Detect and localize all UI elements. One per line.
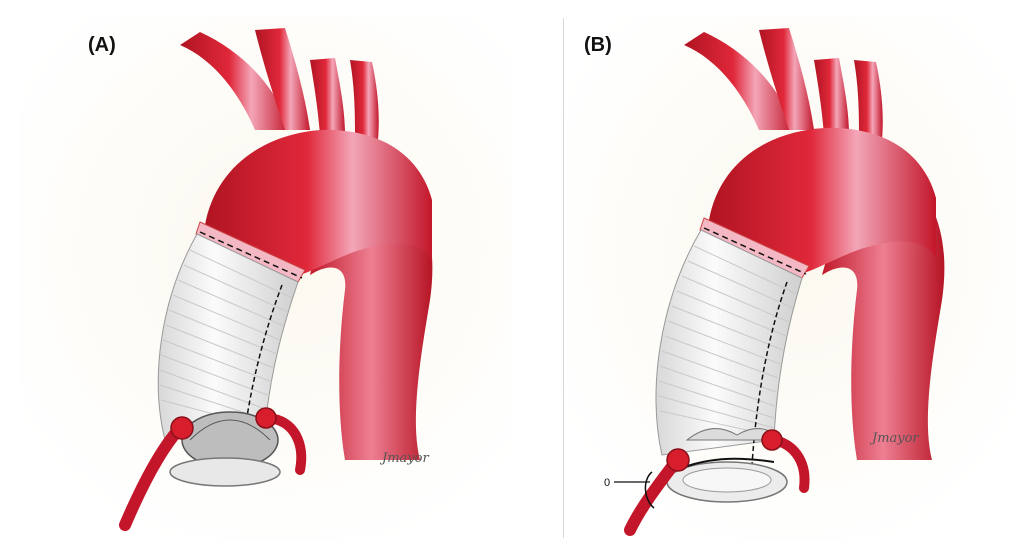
valve-leaflet bbox=[189, 419, 271, 441]
proximal-suture-line bbox=[199, 231, 303, 279]
left-common-carotid-artery bbox=[759, 28, 814, 130]
left-coronary-button bbox=[666, 448, 690, 472]
artist-signature: Jmayor bbox=[379, 451, 429, 466]
brachiocephalic-artery bbox=[684, 32, 794, 130]
brachiocephalic-artery bbox=[180, 32, 290, 130]
panel-b-illustration: 0 Jmayor bbox=[567, 15, 1017, 540]
annulus-opening bbox=[682, 467, 772, 493]
graft-ribs bbox=[658, 245, 798, 437]
panel-a-illustration: Jmayor bbox=[20, 15, 512, 540]
panel-divider bbox=[563, 18, 564, 538]
artist-signature: Jmayor bbox=[869, 431, 919, 446]
vertebral-branch bbox=[854, 60, 883, 140]
suture-loop bbox=[644, 471, 655, 509]
vertebral-branch bbox=[350, 60, 379, 140]
left-common-carotid-artery bbox=[255, 28, 310, 130]
marker-label: 0 bbox=[604, 477, 610, 489]
left-subclavian-artery bbox=[310, 58, 345, 135]
vascular-graft bbox=[655, 229, 803, 456]
aortic-arch bbox=[709, 127, 936, 274]
panel-a: Jmayor (A) bbox=[20, 15, 512, 540]
left-subclavian-artery bbox=[814, 58, 849, 135]
right-coronary-button bbox=[761, 429, 783, 451]
panel-a-label: (A) bbox=[88, 34, 116, 56]
longitudinal-suture-line bbox=[244, 284, 283, 431]
sewing-ring bbox=[169, 457, 281, 487]
panel-b: 0 Jmayor (B) bbox=[512, 0, 1024, 553]
proximal-suture-line bbox=[703, 227, 807, 275]
left-coronary-button bbox=[170, 416, 194, 440]
panel-b-label: (B) bbox=[584, 34, 612, 56]
aortic-arch bbox=[205, 129, 432, 275]
right-coronary-button bbox=[255, 407, 277, 429]
